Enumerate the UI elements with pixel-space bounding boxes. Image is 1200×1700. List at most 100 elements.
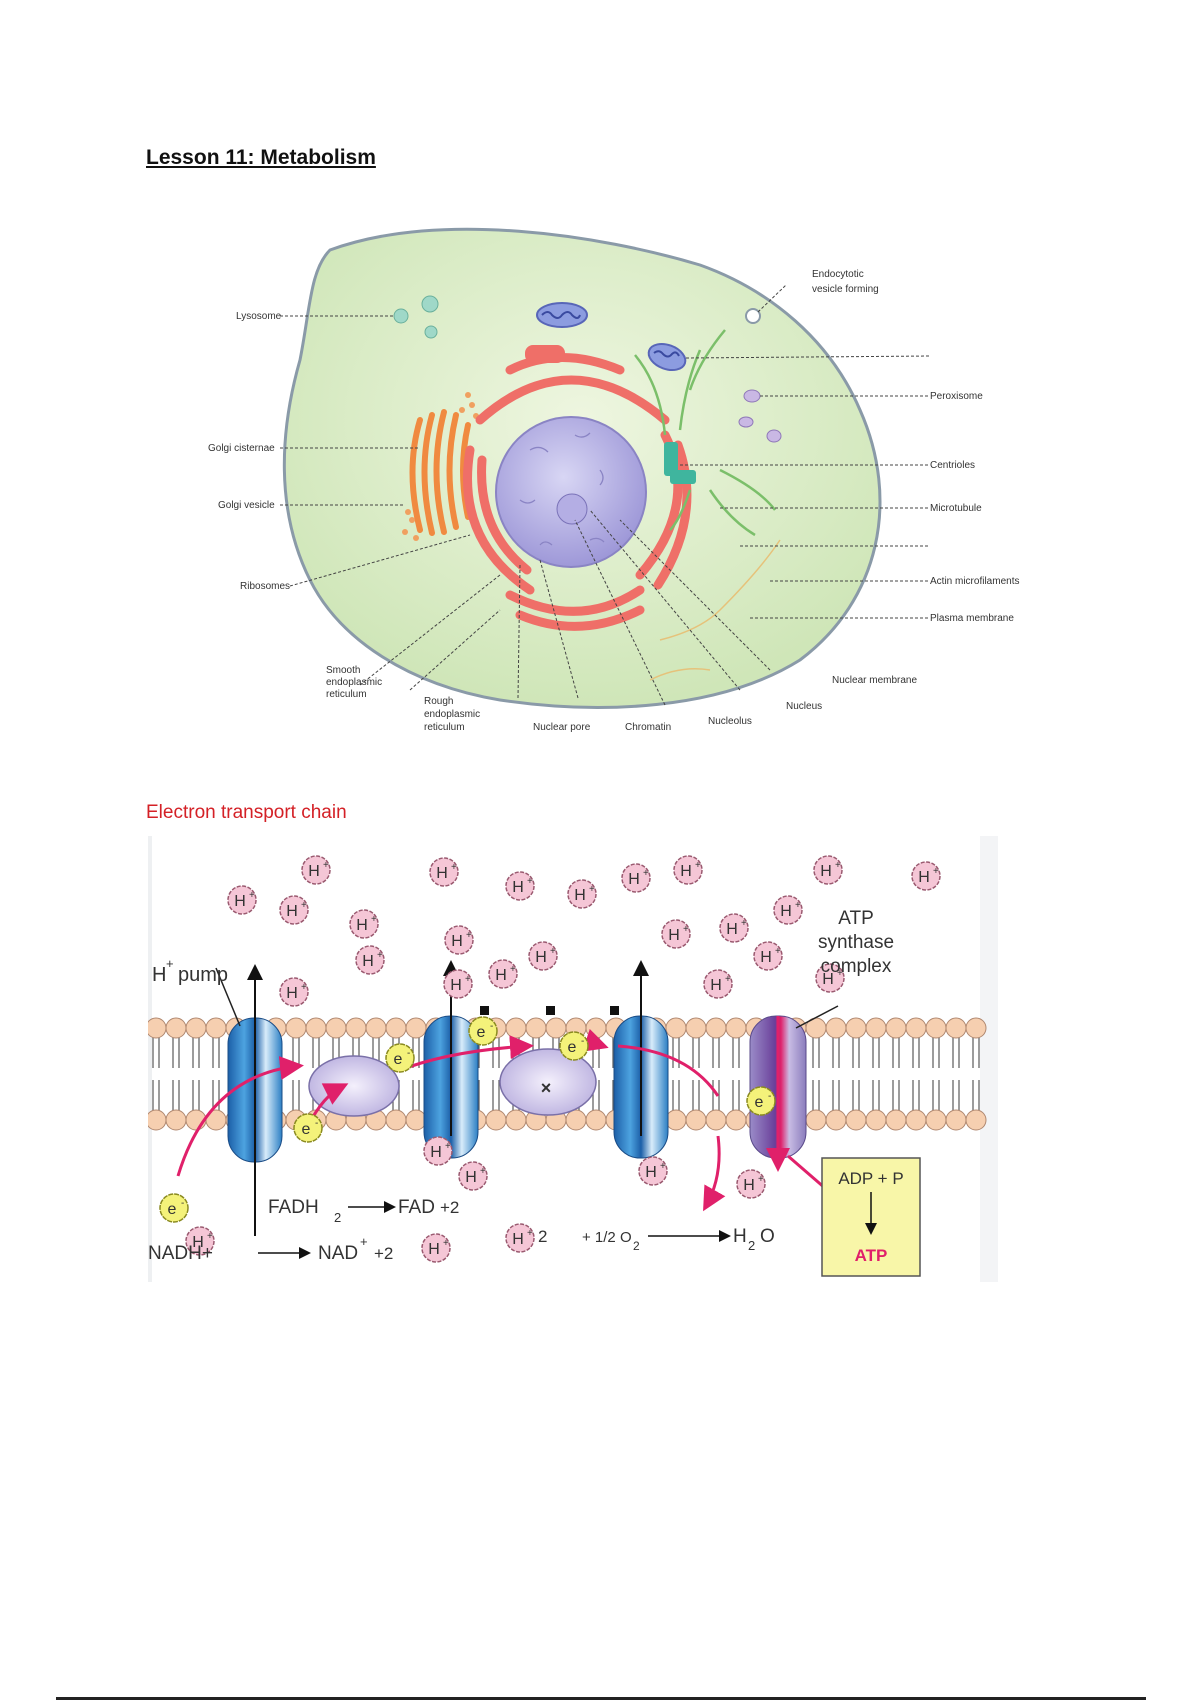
cell-diagram: Lysosome Golgi cisternae Golgi vesicle R… bbox=[180, 220, 1040, 760]
proton-icon: H+ bbox=[279, 977, 309, 1007]
svg-text:e: e bbox=[168, 1201, 177, 1218]
complex-III bbox=[499, 1048, 597, 1116]
electron-icon: e- bbox=[468, 1016, 498, 1046]
svg-text:H: H bbox=[512, 879, 524, 896]
phospholipid-head bbox=[925, 1109, 947, 1131]
svg-text:+: + bbox=[510, 964, 516, 975]
svg-text:H: H bbox=[362, 953, 374, 970]
nucleolus bbox=[556, 493, 588, 525]
label-peroxisome: Peroxisome bbox=[930, 391, 983, 402]
svg-text:H: H bbox=[356, 917, 368, 934]
label-endocytotic-2: vesicle forming bbox=[812, 284, 879, 295]
svg-text:H: H bbox=[710, 977, 722, 994]
peroxisome bbox=[743, 389, 761, 403]
water-eq-o2-sub: 2 bbox=[633, 1239, 640, 1253]
fad-plus-two: +2 bbox=[440, 1198, 459, 1217]
complex-II bbox=[308, 1055, 400, 1117]
proton-icon: H+ bbox=[505, 1223, 535, 1253]
svg-text:+: + bbox=[775, 946, 781, 957]
phospholipid-head bbox=[665, 1109, 687, 1131]
svg-text:+: + bbox=[207, 1231, 213, 1242]
proton-icon: H+ bbox=[911, 861, 941, 891]
fadh2-sub: 2 bbox=[334, 1210, 341, 1225]
svg-text:+: + bbox=[725, 974, 731, 985]
phospholipid-head bbox=[825, 1017, 847, 1039]
pump-label-text: pump bbox=[178, 964, 228, 986]
proton-icon: H+ bbox=[355, 945, 385, 975]
label-smooth-er-2: endoplasmic bbox=[326, 677, 382, 688]
label-centrioles: Centrioles bbox=[930, 460, 975, 471]
svg-text:+: + bbox=[323, 860, 329, 871]
svg-text:+: + bbox=[451, 862, 457, 873]
label-actin: Actin microfilaments bbox=[930, 576, 1019, 587]
svg-text:H: H bbox=[535, 949, 547, 966]
svg-text:+: + bbox=[795, 900, 801, 911]
svg-text:H: H bbox=[512, 1231, 524, 1248]
proton-icon: H+ bbox=[444, 925, 474, 955]
electron-icon: e- bbox=[385, 1043, 415, 1073]
svg-text:+: + bbox=[933, 866, 939, 877]
svg-text:H: H bbox=[286, 985, 298, 1002]
label-rough-er-2: endoplasmic bbox=[424, 709, 480, 720]
proton-icon: H+ bbox=[815, 963, 845, 993]
svg-text:+: + bbox=[371, 914, 377, 925]
proton-icon: H+ bbox=[673, 855, 703, 885]
nad-label: NAD bbox=[318, 1243, 358, 1264]
proton-icon: H+ bbox=[528, 941, 558, 971]
water-eq-two: 2 bbox=[538, 1227, 547, 1246]
electron-icon: e- bbox=[746, 1086, 776, 1116]
svg-text:H: H bbox=[430, 1144, 442, 1161]
label-rough-er-3: reticulum bbox=[424, 722, 465, 733]
phospholipid-head bbox=[185, 1017, 207, 1039]
svg-text:+: + bbox=[589, 884, 595, 895]
svg-text:H: H bbox=[436, 865, 448, 882]
phospholipid-head bbox=[665, 1017, 687, 1039]
svg-text:+: + bbox=[301, 900, 307, 911]
svg-text:H: H bbox=[645, 1164, 657, 1181]
phospholipid-head bbox=[325, 1017, 347, 1039]
label-golgi-vesicle: Golgi vesicle bbox=[218, 500, 275, 511]
svg-text:H: H bbox=[726, 921, 738, 938]
proton-icon: H+ bbox=[279, 895, 309, 925]
proton-icon: H+ bbox=[227, 885, 257, 915]
svg-text:-: - bbox=[407, 1048, 410, 1059]
electron-icon: e- bbox=[293, 1113, 323, 1143]
svg-text:H: H bbox=[628, 871, 640, 888]
phospholipid-head bbox=[965, 1017, 987, 1039]
svg-text:+: + bbox=[527, 876, 533, 887]
phospholipid-head bbox=[345, 1017, 367, 1039]
proton-icon: H+ bbox=[443, 969, 473, 999]
svg-text:+: + bbox=[758, 1174, 764, 1185]
lysosome bbox=[393, 308, 409, 324]
svg-text:H: H bbox=[308, 863, 320, 880]
svg-text:H: H bbox=[918, 869, 930, 886]
phospholipid-head bbox=[705, 1017, 727, 1039]
phospholipid-head bbox=[385, 1109, 407, 1131]
label-nuclear-membrane: Nuclear membrane bbox=[832, 675, 917, 686]
svg-text:H: H bbox=[450, 977, 462, 994]
svg-text:H: H bbox=[428, 1241, 440, 1258]
phospholipid-head bbox=[685, 1109, 707, 1131]
phospholipid-head bbox=[845, 1017, 867, 1039]
svg-text:+: + bbox=[377, 950, 383, 961]
water-o: O bbox=[760, 1226, 775, 1247]
proton-icon: H+ bbox=[736, 1169, 766, 1199]
svg-text:e: e bbox=[302, 1121, 311, 1138]
atp-synthase-label-1: ATP bbox=[838, 908, 874, 929]
svg-text:+: + bbox=[695, 860, 701, 871]
phospholipid-head bbox=[505, 1017, 527, 1039]
page-title: Lesson 11: Metabolism bbox=[146, 146, 376, 169]
label-endocytotic-1: Endocytotic bbox=[812, 269, 864, 280]
endocytotic-vesicle bbox=[745, 308, 761, 324]
phospholipid-head bbox=[148, 1109, 167, 1131]
proton-icon: H+ bbox=[429, 857, 459, 887]
proton-icon: H+ bbox=[661, 919, 691, 949]
svg-text:e: e bbox=[755, 1094, 764, 1111]
nad-plus-two: +2 bbox=[374, 1244, 393, 1263]
phospholipid-head bbox=[525, 1017, 547, 1039]
phospholipid-head bbox=[685, 1017, 707, 1039]
svg-text:+: + bbox=[465, 974, 471, 985]
atp-synthase-label-3: complex bbox=[821, 956, 892, 977]
svg-text:H: H bbox=[192, 1234, 204, 1251]
svg-text:+: + bbox=[550, 946, 556, 957]
